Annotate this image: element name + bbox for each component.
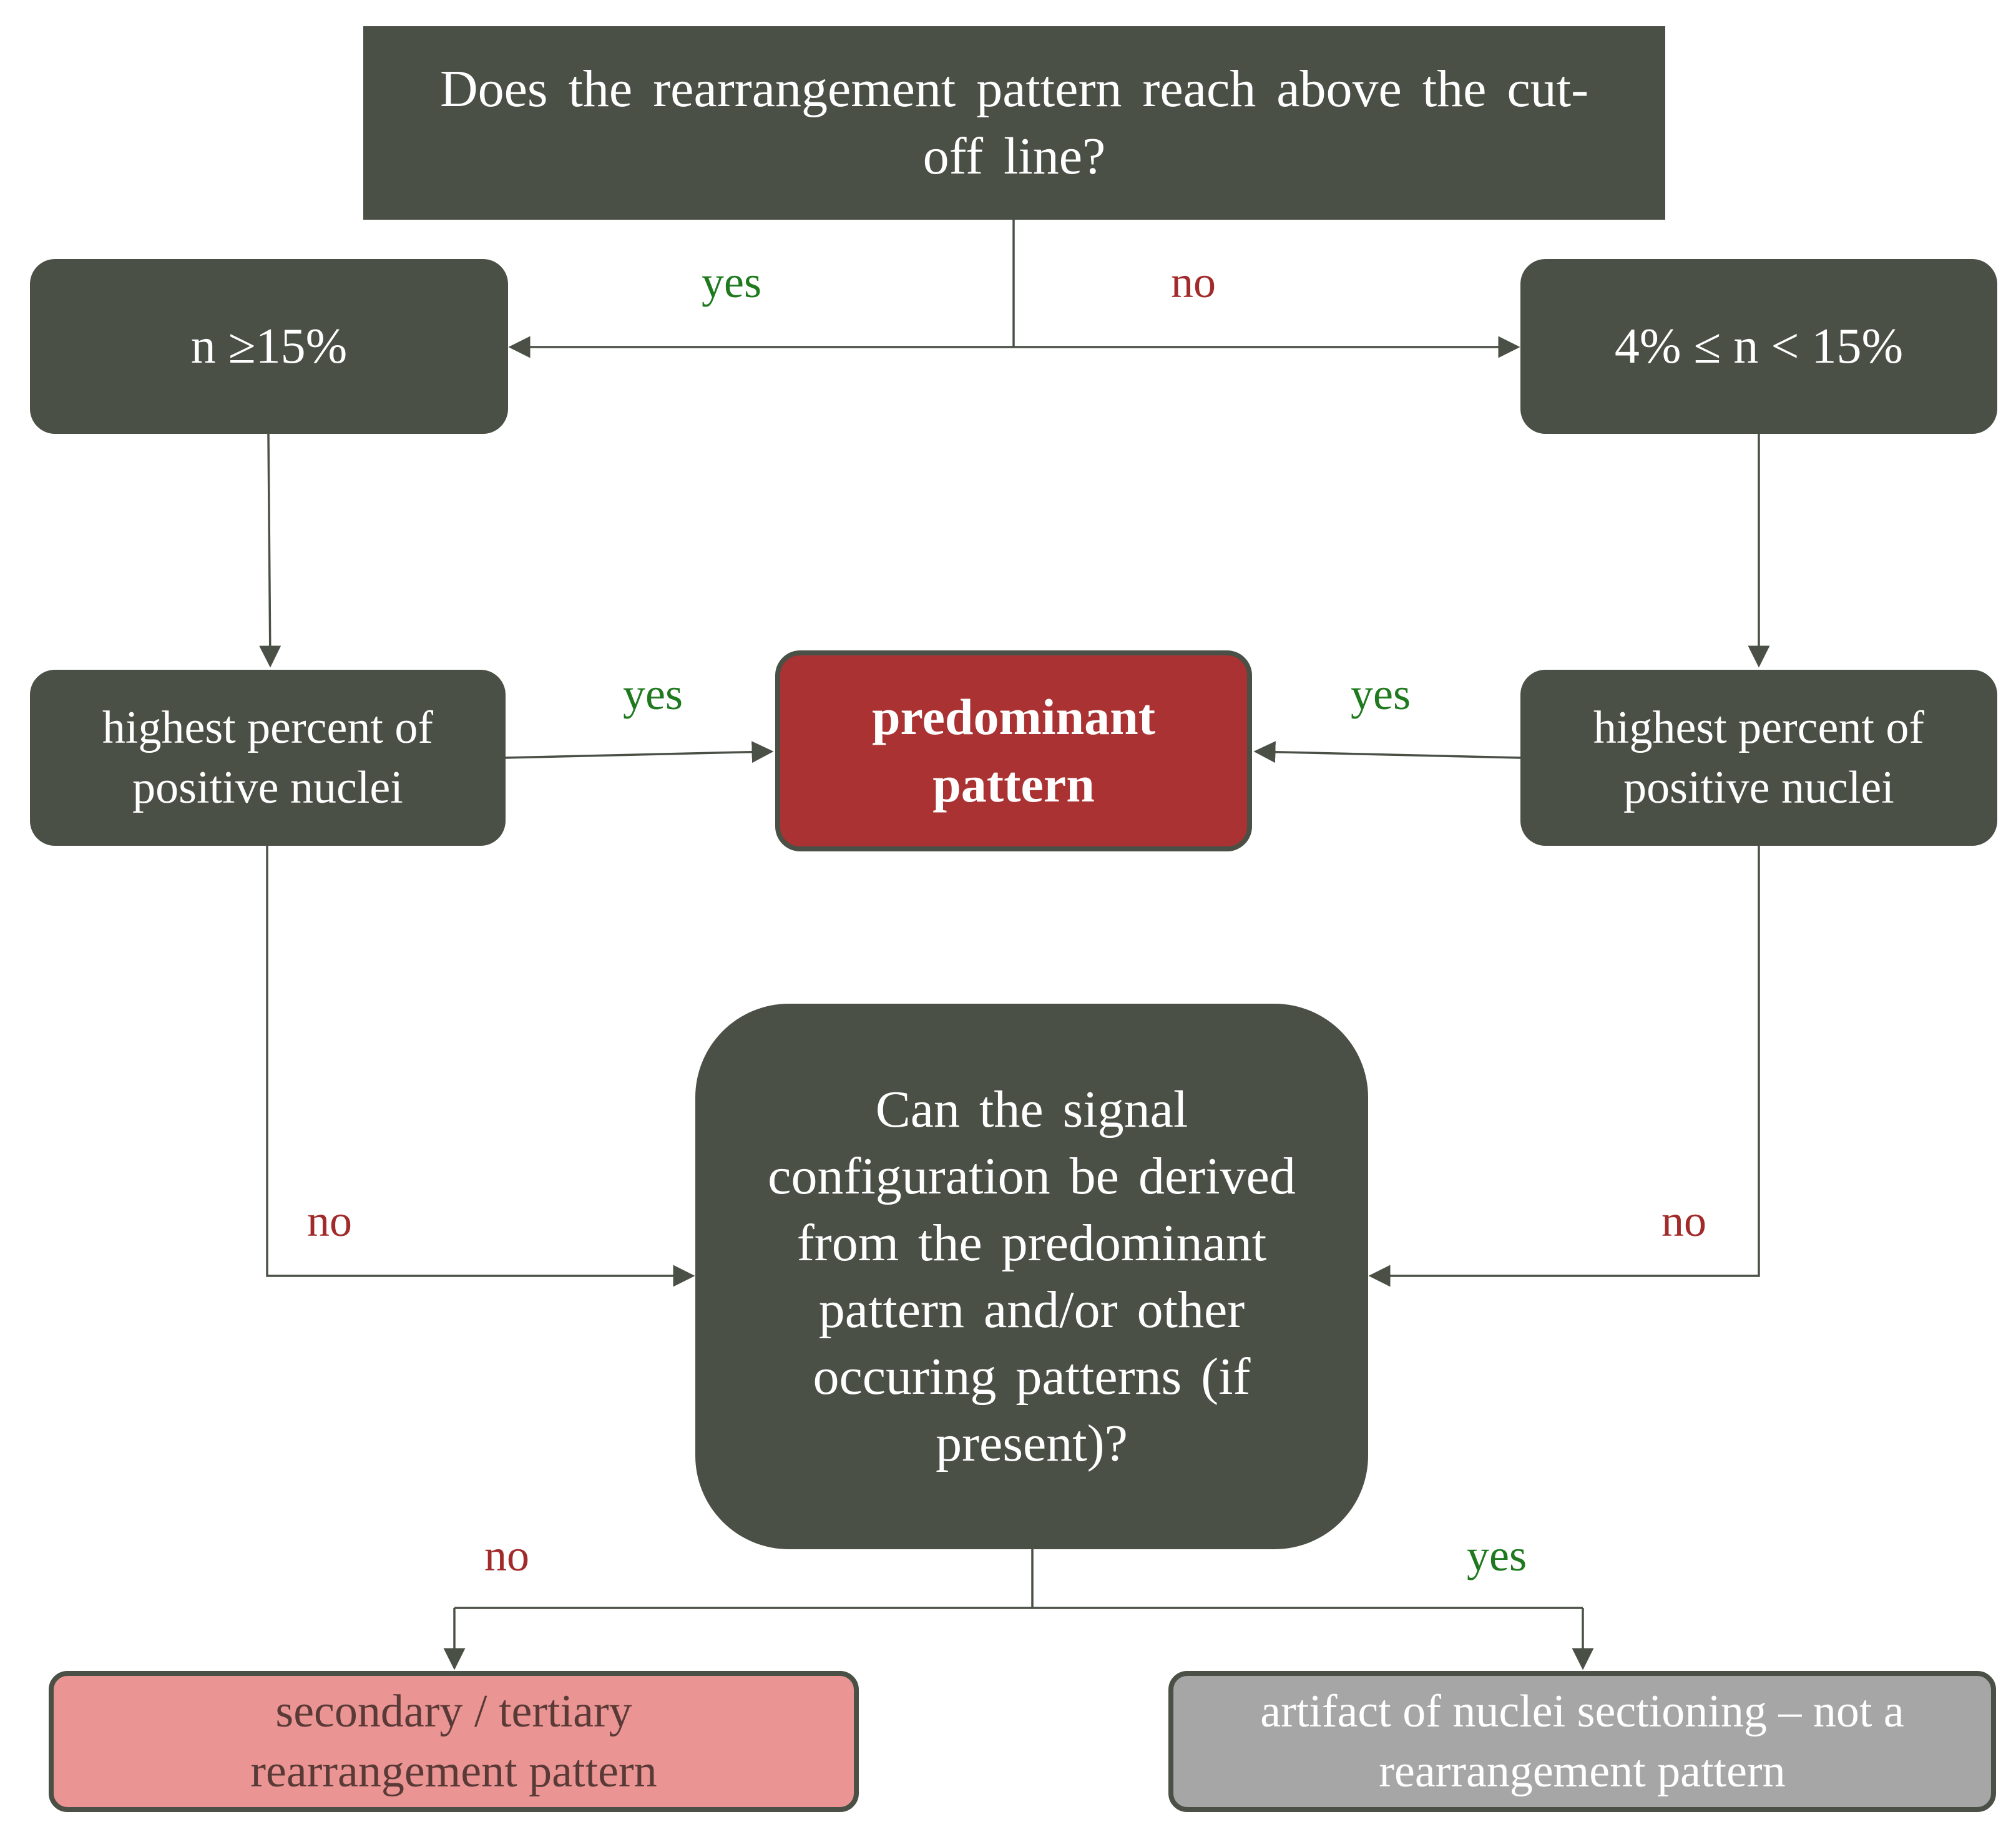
question-cutoff-text: Does the rearrangement pattern reach abo… <box>439 60 1589 185</box>
artifact-text: artifact of nuclei sectioning – not a re… <box>1260 1686 1904 1797</box>
secondary-tertiary-box: secondary / tertiary rearrangement patte… <box>49 1671 859 1812</box>
arrow-left-highest-to-q2 <box>266 846 695 1287</box>
condition-mid-box: 4% ≤ n < 15% <box>1520 259 1997 434</box>
label-bottom-yes: yes <box>1467 1531 1527 1580</box>
predominant-pattern-box: predominant pattern <box>775 650 1252 851</box>
arrow-right-highest-to-q2 <box>1368 846 1760 1287</box>
arrow-left-condition-to-highest <box>259 433 281 668</box>
arrow-left-highest-to-predominant <box>505 741 774 763</box>
secondary-tertiary-text: secondary / tertiary rearrangement patte… <box>250 1686 657 1797</box>
artifact-box: artifact of nuclei sectioning – not a re… <box>1168 1671 1996 1812</box>
condition-high-text: n ≥15% <box>190 318 348 374</box>
label-left-yes: yes <box>623 669 683 719</box>
left-highest-percent-box: highest percent of positive nuclei <box>30 670 506 846</box>
condition-mid-text: 4% ≤ n < 15% <box>1614 318 1904 374</box>
label-right-yes: yes <box>1351 669 1411 719</box>
label-top-yes: yes <box>702 257 761 307</box>
right-highest-percent-text: highest percent of positive nuclei <box>1593 702 1925 813</box>
label-right-no: no <box>1661 1196 1706 1246</box>
arrow-right-highest-to-predominant <box>1253 741 1521 763</box>
condition-high-box: n ≥15% <box>30 259 508 434</box>
left-highest-percent-text: highest percent of positive nuclei <box>102 702 434 813</box>
question-signal-config-box: Can the signal configuration be derived … <box>695 1004 1368 1549</box>
right-highest-percent-box: highest percent of positive nuclei <box>1520 670 1997 846</box>
question-cutoff-box: Does the rearrangement pattern reach abo… <box>363 26 1665 220</box>
label-left-no: no <box>307 1196 352 1246</box>
label-bottom-no: no <box>484 1531 529 1580</box>
label-top-no: no <box>1171 257 1216 307</box>
question-signal-config-text: Can the signal configuration be derived … <box>768 1080 1296 1472</box>
predominant-pattern-text: predominant pattern <box>871 688 1156 813</box>
